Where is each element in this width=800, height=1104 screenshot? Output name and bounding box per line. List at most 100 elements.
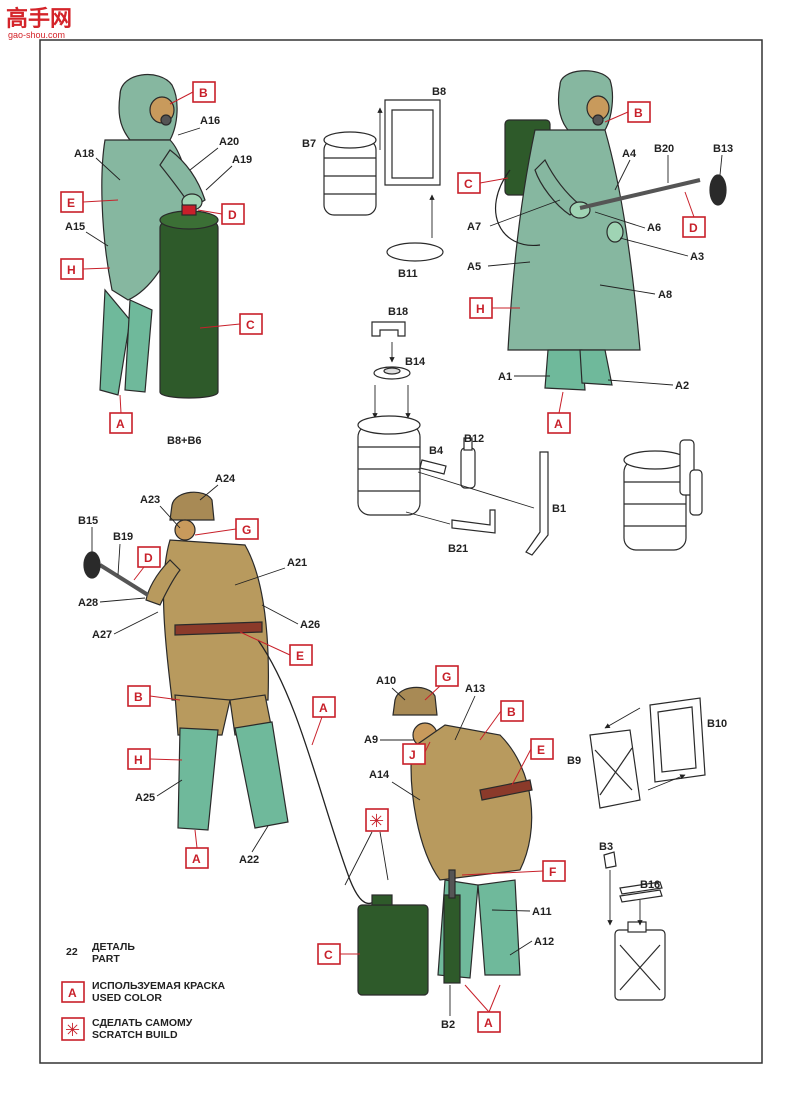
svg-text:USED COLOR: USED COLOR [92, 992, 162, 1004]
figure-4-color-tags: G B E J F C A [317, 665, 566, 1033]
figure-2-color-tags: B C D H A [457, 101, 706, 434]
svg-text:B13: B13 [713, 143, 733, 155]
svg-text:A: A [554, 417, 563, 431]
sprayer-tank-labels: B8 B7 B11 [302, 86, 446, 280]
svg-text:B8: B8 [432, 86, 446, 98]
figure-2-labels: A4 B20 B13 A7 A6 A3 A5 A8 A1 A2 [467, 143, 733, 392]
svg-text:B19: B19 [113, 531, 133, 543]
svg-text:СДЕЛАТЬ САМОМУ: СДЕЛАТЬ САМОМУ [92, 1017, 193, 1029]
figure-1-suit-with-tank [99, 73, 219, 399]
svg-text:B9: B9 [567, 755, 581, 767]
svg-text:✳: ✳ [369, 811, 384, 832]
svg-text:B12: B12 [464, 433, 484, 445]
svg-text:A25: A25 [135, 792, 155, 804]
svg-text:G: G [242, 523, 251, 537]
svg-text:B14: B14 [405, 356, 426, 368]
svg-text:A28: A28 [78, 597, 98, 609]
svg-text:B15: B15 [78, 515, 98, 527]
svg-text:B: B [634, 106, 643, 120]
svg-text:B4: B4 [429, 445, 444, 457]
svg-text:PART: PART [92, 953, 120, 965]
svg-text:A: A [319, 701, 328, 715]
svg-text:G: G [442, 670, 451, 684]
svg-text:ИСПОЛЬЗУЕМАЯ КРАСКА: ИСПОЛЬЗУЕМАЯ КРАСКА [92, 980, 226, 992]
svg-text:22: 22 [66, 946, 78, 958]
svg-text:B3: B3 [599, 841, 613, 853]
svg-text:A18: A18 [74, 148, 94, 160]
watermark-logo: 高手网 gao-shou.com [6, 6, 72, 40]
svg-text:B: B [134, 690, 143, 704]
svg-text:A16: A16 [200, 115, 220, 127]
svg-text:B1: B1 [552, 503, 566, 515]
svg-text:A15: A15 [65, 221, 85, 233]
scratch-build-marker: ✳ [344, 808, 389, 886]
svg-text:✳: ✳ [65, 1020, 80, 1041]
svg-text:H: H [67, 263, 76, 277]
svg-text:C: C [246, 318, 255, 332]
sprayer-assembly-exploded [357, 321, 549, 556]
jerrycan-exploded [589, 697, 706, 809]
svg-text:A27: A27 [92, 629, 112, 641]
svg-text:D: D [228, 208, 237, 222]
figure-1-color-tags: B E D H C A [60, 81, 263, 434]
jerrycan-assembled [603, 851, 666, 1001]
svg-text:B10: B10 [707, 718, 727, 730]
svg-text:A: A [192, 852, 201, 866]
svg-text:H: H [134, 753, 143, 767]
svg-text:A22: A22 [239, 854, 259, 866]
svg-text:E: E [67, 196, 75, 210]
figure-3-color-tags: G D E B H A A [127, 518, 336, 869]
svg-text:gao-shou.com: gao-shou.com [8, 30, 65, 40]
figure-4-labels: A10 A13 A9 A14 A11 A12 B2 [364, 675, 554, 1031]
svg-text:A4: A4 [622, 148, 637, 160]
svg-text:A8: A8 [658, 289, 672, 301]
svg-text:A: A [116, 417, 125, 431]
jerrycan-labels: B10 B9 B3 B16 [567, 718, 727, 891]
svg-text:B: B [507, 705, 516, 719]
svg-text:A19: A19 [232, 154, 252, 166]
svg-text:A14: A14 [369, 769, 390, 781]
svg-text:D: D [144, 551, 153, 565]
svg-text:B8+B6: B8+B6 [167, 435, 202, 447]
sprayer-assembly-labels: B18 B14 B4 B12 B1 B21 [388, 306, 566, 555]
svg-text:B2: B2 [441, 1019, 455, 1031]
svg-text:E: E [537, 743, 545, 757]
svg-text:A: A [484, 1016, 493, 1030]
svg-text:A9: A9 [364, 734, 378, 746]
svg-text:A3: A3 [690, 251, 704, 263]
svg-text:E: E [296, 649, 304, 663]
svg-text:B21: B21 [448, 543, 468, 555]
svg-text:A11: A11 [532, 906, 552, 918]
svg-text:B: B [199, 86, 208, 100]
svg-text:高手网: 高手网 [6, 6, 72, 32]
svg-text:D: D [689, 221, 698, 235]
svg-text:B18: B18 [388, 306, 408, 318]
svg-text:B7: B7 [302, 138, 316, 150]
svg-text:C: C [324, 948, 333, 962]
sprayer-tank-exploded [323, 99, 444, 262]
figure-1-labels: A16 A18 A20 A19 A15 B8+B6 [65, 115, 252, 447]
svg-text:A5: A5 [467, 261, 481, 273]
sprayer-assembled [623, 439, 703, 551]
svg-text:A20: A20 [219, 136, 239, 148]
svg-text:B16: B16 [640, 879, 660, 891]
svg-text:A10: A10 [376, 675, 396, 687]
svg-text:A26: A26 [300, 619, 320, 631]
svg-text:H: H [476, 302, 485, 316]
svg-text:A12: A12 [534, 936, 554, 948]
svg-text:A: A [68, 986, 77, 1000]
svg-text:B11: B11 [398, 268, 418, 280]
svg-text:ДЕТАЛЬ: ДЕТАЛЬ [92, 941, 135, 953]
svg-text:A6: A6 [647, 222, 661, 234]
svg-text:B20: B20 [654, 143, 674, 155]
svg-text:A2: A2 [675, 380, 689, 392]
svg-text:C: C [464, 177, 473, 191]
svg-text:A13: A13 [465, 683, 485, 695]
svg-text:A1: A1 [498, 371, 512, 383]
svg-text:F: F [549, 865, 556, 879]
svg-text:A7: A7 [467, 221, 481, 233]
legend: 22 ДЕТАЛЬ PART A ИСПОЛЬЗУЕМАЯ КРАСКА USE… [61, 941, 226, 1041]
svg-text:J: J [409, 748, 416, 762]
svg-text:A21: A21 [287, 557, 307, 569]
